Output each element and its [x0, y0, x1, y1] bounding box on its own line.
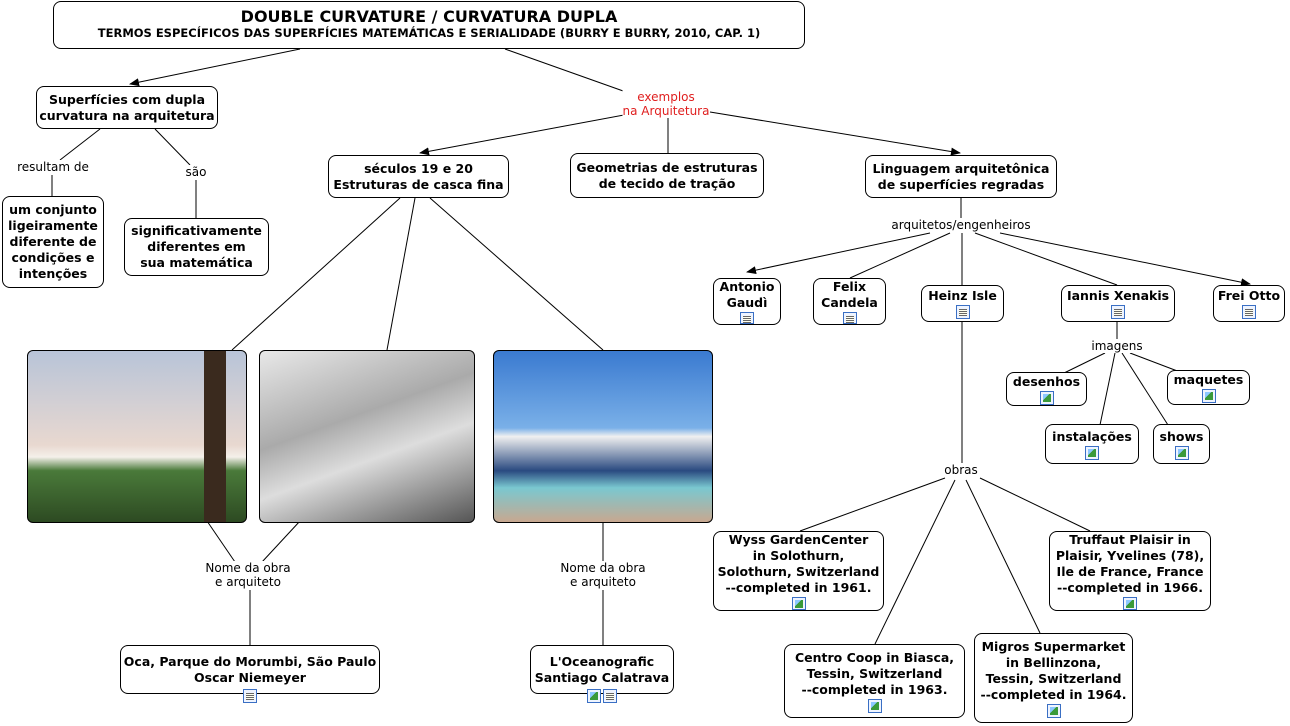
title-subtitle: TERMOS ESPECÍFICOS DAS SUPERFÍCIES MATEM… — [97, 26, 761, 40]
node-maquetes[interactable]: maquetes — [1167, 370, 1250, 405]
node-shows[interactable]: shows — [1153, 424, 1210, 464]
node-label: Wyss GardenCenter in Solothurn, Solothur… — [717, 532, 880, 595]
node-truffaut[interactable]: Truffaut Plaisir in Plaisir, Yvelines (7… — [1049, 531, 1211, 611]
link-resultam: resultam de — [17, 160, 89, 174]
node-label: Frei Otto — [1217, 288, 1281, 303]
document-resource-icon[interactable] — [603, 689, 617, 703]
link-sao: são — [185, 165, 207, 179]
link-imagens: imagens — [1091, 339, 1143, 353]
node-label: Oca, Parque do Morumbi, São Paulo Oscar … — [123, 653, 377, 685]
title-node[interactable]: DOUBLE CURVATURE / CURVATURA DUPLA TERMO… — [53, 1, 805, 49]
document-resource-icon[interactable] — [740, 312, 754, 324]
link-nome-obra-2: Nome da obra e arquiteto — [560, 561, 646, 589]
image-resource-icon[interactable] — [1174, 445, 1189, 460]
node-label: Centro Coop in Biasca, Tessin, Switzerla… — [794, 649, 955, 697]
node-label: maquetes — [1173, 372, 1244, 387]
node-oceanografic[interactable]: L'Oceanografic Santiago Calatrava — [530, 645, 674, 694]
node-seculos[interactable]: séculos 19 e 20 Estruturas de casca fina — [328, 155, 509, 198]
document-resource-icon[interactable] — [1242, 305, 1256, 319]
link-nome-obra-1: Nome da obra e arquiteto — [205, 561, 291, 589]
image-resource-icon[interactable] — [1046, 703, 1061, 718]
node-label: shows — [1159, 428, 1204, 444]
document-resource-icon[interactable] — [1111, 305, 1125, 319]
node-label: instalações — [1052, 428, 1132, 444]
node-geometrias[interactable]: Geometrias de estruturas de tecido de tr… — [570, 153, 764, 198]
title-main: DOUBLE CURVATURE / CURVATURA DUPLA — [240, 7, 618, 26]
node-heinz[interactable]: Heinz Isle — [921, 285, 1004, 322]
node-wyss[interactable]: Wyss GardenCenter in Solothurn, Solothur… — [713, 531, 884, 611]
link-obras: obras — [944, 463, 978, 477]
node-label: Antonio Gaudì — [719, 279, 775, 310]
node-label: significativamente diferentes em sua mat… — [131, 223, 262, 270]
node-label: Heinz Isle — [928, 288, 997, 303]
link-exemplos: exemplos na Arquitetura — [622, 90, 710, 118]
node-label: Felix Candela — [821, 279, 878, 310]
photo-interior[interactable] — [259, 350, 475, 523]
node-significativamente[interactable]: significativamente diferentes em sua mat… — [124, 218, 269, 276]
node-instalacoes[interactable]: instalações — [1045, 424, 1139, 464]
node-superficies[interactable]: Superfícies com dupla curvatura na arqui… — [36, 86, 218, 129]
image-resource-icon[interactable] — [791, 597, 806, 610]
node-linguagem[interactable]: Linguagem arquitetônica de superfícies r… — [865, 155, 1057, 198]
node-oca[interactable]: Oca, Parque do Morumbi, São Paulo Oscar … — [120, 645, 380, 694]
node-candela[interactable]: Felix Candela — [813, 278, 886, 325]
node-frei[interactable]: Frei Otto — [1213, 285, 1285, 322]
node-label: Truffaut Plaisir in Plaisir, Yvelines (7… — [1055, 532, 1205, 595]
node-label: Superfícies com dupla curvatura na arqui… — [39, 91, 215, 123]
node-conjunto[interactable]: um conjunto ligeiramente diferente de co… — [2, 196, 104, 288]
resource-icons — [586, 688, 618, 707]
node-migros[interactable]: Migros Supermarket in Bellinzona, Tessin… — [974, 633, 1133, 723]
link-arquitetos: arquitetos/engenheiros — [891, 218, 1031, 232]
node-label: séculos 19 e 20 Estruturas de casca fina — [333, 160, 504, 192]
node-desenhos[interactable]: desenhos — [1006, 372, 1087, 406]
node-coop[interactable]: Centro Coop in Biasca, Tessin, Switzerla… — [784, 644, 965, 718]
document-resource-icon[interactable] — [243, 689, 257, 703]
image-resource-icon[interactable] — [1201, 389, 1216, 403]
image-resource-icon[interactable] — [1085, 445, 1099, 460]
node-label: Iannis Xenakis — [1066, 288, 1170, 303]
image-resource-icon[interactable] — [1123, 597, 1137, 610]
node-label: um conjunto ligeiramente diferente de co… — [8, 202, 98, 281]
node-label: Geometrias de estruturas de tecido de tr… — [576, 159, 758, 191]
image-resource-icon[interactable] — [867, 698, 882, 713]
image-resource-icon[interactable] — [587, 689, 601, 703]
node-label: desenhos — [1012, 373, 1081, 389]
document-resource-icon[interactable] — [842, 312, 857, 324]
document-resource-icon[interactable] — [955, 305, 970, 319]
image-resource-icon[interactable] — [1039, 390, 1054, 405]
photo-oceanografic[interactable] — [493, 350, 713, 523]
photo-oca[interactable] — [27, 350, 247, 523]
node-gaudi[interactable]: Antonio Gaudì — [713, 278, 781, 325]
node-label: L'Oceanografic Santiago Calatrava — [534, 653, 670, 685]
node-label: Migros Supermarket in Bellinzona, Tessin… — [980, 638, 1127, 702]
node-label: Linguagem arquitetônica de superfícies r… — [872, 160, 1050, 192]
node-xenakis[interactable]: Iannis Xenakis — [1061, 285, 1175, 322]
